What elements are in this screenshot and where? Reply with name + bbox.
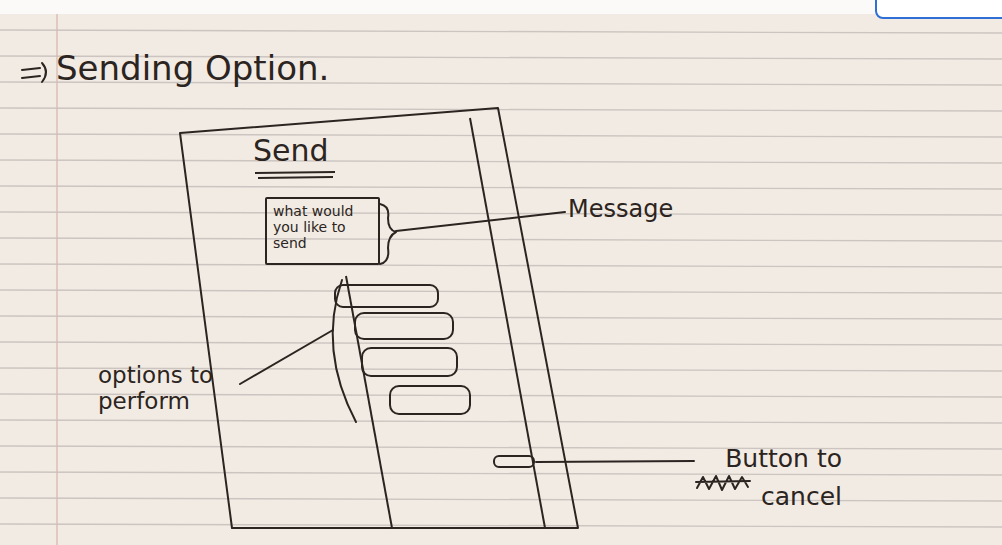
message-box: what would you like to send: [265, 197, 380, 265]
option-buttons: [335, 285, 470, 414]
device-bezel: [346, 276, 392, 528]
options-bracket: [333, 280, 356, 422]
screen-heading: Send: [253, 134, 373, 169]
leader-line: [396, 212, 565, 231]
device-bezel: [470, 118, 545, 528]
heading-underline: [258, 177, 333, 178]
leader-line: [536, 461, 694, 462]
page-title: Sending Option.: [56, 48, 329, 88]
callout-label: options to perform: [98, 362, 248, 415]
leader-line: [240, 330, 333, 384]
title-arrow: [22, 63, 46, 82]
callout-label: Message: [568, 196, 708, 224]
scribble: [696, 476, 750, 490]
callout-label: Button to cancel: [692, 440, 842, 516]
photo-edge: [0, 0, 1002, 14]
corner-widget: [876, 0, 1002, 18]
ruled-lines: [0, 30, 1002, 527]
margin-line: [56, 14, 57, 545]
device-shape: [178, 104, 583, 532]
cancel-button: [494, 456, 534, 467]
device-outline: Send what would you like to send: [178, 104, 583, 532]
message-text: what would you like to send: [273, 203, 368, 251]
heading-underline: [255, 172, 335, 173]
message-bracket: [380, 204, 396, 264]
device-frame: [180, 108, 578, 528]
